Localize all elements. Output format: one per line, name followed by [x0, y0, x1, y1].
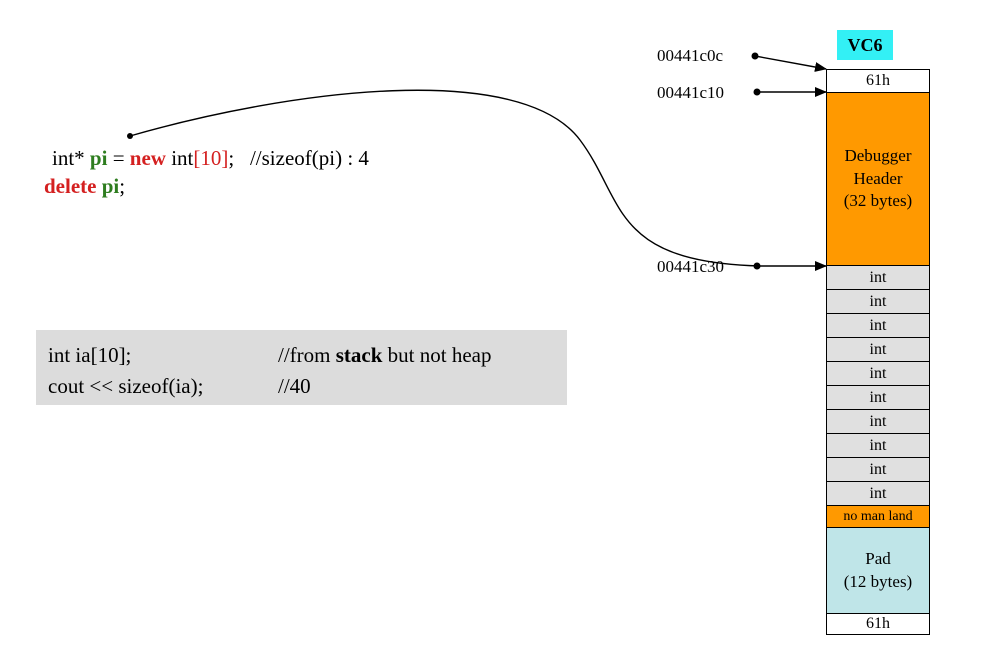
code-var-pi-2: pi	[101, 174, 120, 198]
code-keyword-delete: delete	[44, 174, 97, 198]
no-man-land: no man land	[827, 505, 929, 527]
int-cell: int	[827, 433, 929, 457]
int-cell: int	[827, 361, 929, 385]
int-cell: int	[827, 289, 929, 313]
stack-comment-post: but not heap	[382, 343, 492, 367]
code-keyword-new: new	[129, 146, 166, 170]
pointer-origin-dot	[127, 133, 133, 139]
address-label-1: 00441c0c	[657, 46, 724, 65]
code-line-new: int* pi = new int[10]; //sizeof(pi) : 4	[52, 148, 369, 169]
stack-line-2: cout << sizeof(ia);	[48, 376, 203, 397]
int-cell: int	[827, 313, 929, 337]
code-var-pi: pi	[89, 146, 108, 170]
int-cell: int	[827, 481, 929, 505]
address-label-2: 00441c10	[657, 83, 725, 102]
code-rest: ; //sizeof(pi) : 4	[228, 146, 369, 170]
debugger-header: Debugger Header (32 bytes)	[827, 92, 929, 265]
int-cell: int	[827, 265, 929, 289]
stack-line-1-comment: //from stack but not heap	[278, 345, 491, 366]
stack-example-box	[36, 330, 567, 405]
code-bracket: [10]	[193, 146, 229, 170]
stack-line-2-comment: //40	[278, 376, 311, 397]
memory-block: 61h Debugger Header (32 bytes) int int i…	[826, 69, 930, 635]
address-label-3: 00441c30	[657, 257, 725, 276]
code-type: int*	[52, 146, 90, 170]
int-cell: int	[827, 337, 929, 361]
code-line-delete: delete pi;	[44, 176, 125, 197]
code-semi: ;	[119, 174, 126, 198]
int-cell: int	[827, 385, 929, 409]
stack-comment-40: //40	[278, 374, 311, 398]
pointer-curve	[129, 89, 761, 267]
pad-block: Pad (12 bytes)	[827, 527, 929, 613]
vc6-badge: VC6	[837, 30, 893, 60]
stack-comment-bold: stack	[335, 343, 383, 367]
code-eq: =	[107, 146, 130, 170]
cookie-top: 61h	[827, 69, 929, 92]
cookie-bottom: 61h	[827, 613, 929, 635]
stack-decl: int ia[10];	[48, 343, 132, 367]
int-cell: int	[827, 457, 929, 481]
stack-cout: cout << sizeof(ia);	[48, 374, 204, 398]
code-int: int	[165, 146, 194, 170]
stack-line-1: int ia[10];	[48, 345, 131, 366]
stack-comment-pre: //from	[278, 343, 336, 367]
int-cell: int	[827, 409, 929, 433]
addr1-arrow	[754, 55, 827, 72]
